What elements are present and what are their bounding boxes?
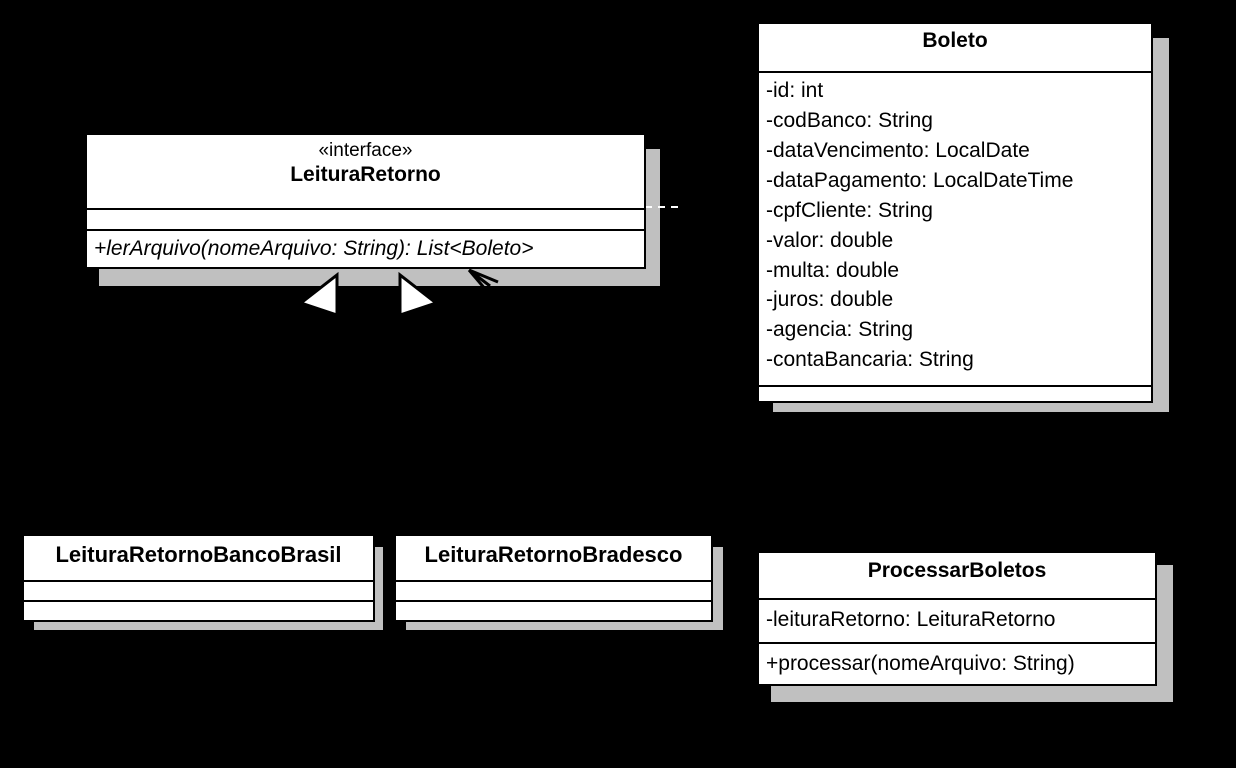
boleto-attribute: -contaBancaria: String: [766, 348, 974, 372]
dependency-arrowhead-processarboletos: [467, 268, 499, 291]
class-box-boleto[interactable]: Boleto -id: int -codBanco: String -dataV…: [757, 22, 1153, 403]
boleto-attributes-compartment: -id: int -codBanco: String -dataVencimen…: [759, 71, 1151, 385]
leituraretornobancobrasil-header-compartment: LeituraRetornoBancoBrasil: [24, 536, 373, 580]
leituraretornobancobrasil-class-name: LeituraRetornoBancoBrasil: [24, 536, 373, 574]
leituraretorno-header-compartment: «interface» LeituraRetorno: [87, 135, 644, 208]
processarboletos-attributes-compartment: -leituraRetorno: LeituraRetorno: [759, 598, 1155, 642]
processarboletos-header-compartment: ProcessarBoletos: [759, 553, 1155, 598]
leituraretornobradesco-attributes-compartment: [396, 580, 711, 600]
boleto-attribute: -codBanco: String: [766, 108, 933, 132]
boleto-attribute: -cpfCliente: String: [766, 198, 933, 222]
realization-arrowhead-bancobrasil: [297, 271, 339, 318]
leituraretorno-methods-compartment: +lerArquivo(nomeArquivo: String): List<B…: [87, 229, 644, 267]
leituraretornobradesco-class-name: LeituraRetornoBradesco: [396, 536, 711, 574]
leituraretornobancobrasil-methods-compartment: [24, 600, 373, 620]
boleto-methods-compartment: [759, 385, 1151, 403]
processarboletos-attribute-list: -leituraRetorno: LeituraRetorno: [759, 600, 1155, 638]
boleto-attribute: -multa: double: [766, 258, 900, 282]
leituraretorno-stereotype-label: «interface»: [318, 140, 413, 161]
leituraretorno-method: +lerArquivo(nomeArquivo: String): List<B…: [94, 237, 534, 260]
leituraretornobancobrasil-name-label: LeituraRetornoBancoBrasil: [55, 542, 342, 567]
leituraretorno-method-list: +lerArquivo(nomeArquivo: String): List<B…: [87, 231, 644, 267]
boleto-header-compartment: Boleto: [759, 24, 1151, 71]
leituraretornobradesco-header-compartment: LeituraRetornoBradesco: [396, 536, 711, 580]
leituraretorno-class-name: «interface» LeituraRetorno: [87, 135, 644, 194]
leituraretornobancobrasil-attributes-compartment: [24, 580, 373, 600]
class-box-leituraretornobancobrasil[interactable]: LeituraRetornoBancoBrasil: [22, 534, 375, 622]
leituraretornobradesco-name-label: LeituraRetornoBradesco: [424, 542, 683, 567]
boleto-class-name: Boleto: [759, 24, 1151, 60]
leituraretorno-name-label: LeituraRetorno: [290, 162, 441, 186]
realization-arrowhead-bradesco: [398, 271, 440, 318]
leituraretornobradesco-methods-compartment: [396, 600, 711, 620]
processarboletos-attribute: -leituraRetorno: LeituraRetorno: [766, 608, 1056, 631]
boleto-attribute: -dataPagamento: LocalDateTime: [766, 168, 1074, 192]
boleto-attribute: -juros: double: [766, 288, 894, 312]
processarboletos-methods-compartment: +processar(nomeArquivo: String): [759, 642, 1155, 686]
processarboletos-name-label: ProcessarBoletos: [867, 559, 1047, 582]
processarboletos-method-list: +processar(nomeArquivo: String): [759, 644, 1155, 682]
boleto-attribute: -id: int: [766, 79, 824, 102]
processarboletos-method: +processar(nomeArquivo: String): [766, 652, 1075, 675]
boleto-attribute: -agencia: String: [766, 318, 914, 342]
boleto-name-label: Boleto: [922, 29, 988, 52]
class-box-leituraretornobradesco[interactable]: LeituraRetornoBradesco: [394, 534, 713, 622]
processarboletos-class-name: ProcessarBoletos: [759, 553, 1155, 590]
boleto-attribute-list: -id: int -codBanco: String -dataVencimen…: [759, 73, 1151, 378]
leituraretorno-attributes-compartment: [87, 208, 644, 229]
class-box-processarboletos[interactable]: ProcessarBoletos -leituraRetorno: Leitur…: [757, 551, 1157, 686]
boleto-attribute: -dataVencimento: LocalDate: [766, 138, 1030, 162]
boleto-attribute: -valor: double: [766, 228, 894, 252]
class-box-leituraretorno[interactable]: «interface» LeituraRetorno +lerArquivo(n…: [85, 133, 646, 269]
